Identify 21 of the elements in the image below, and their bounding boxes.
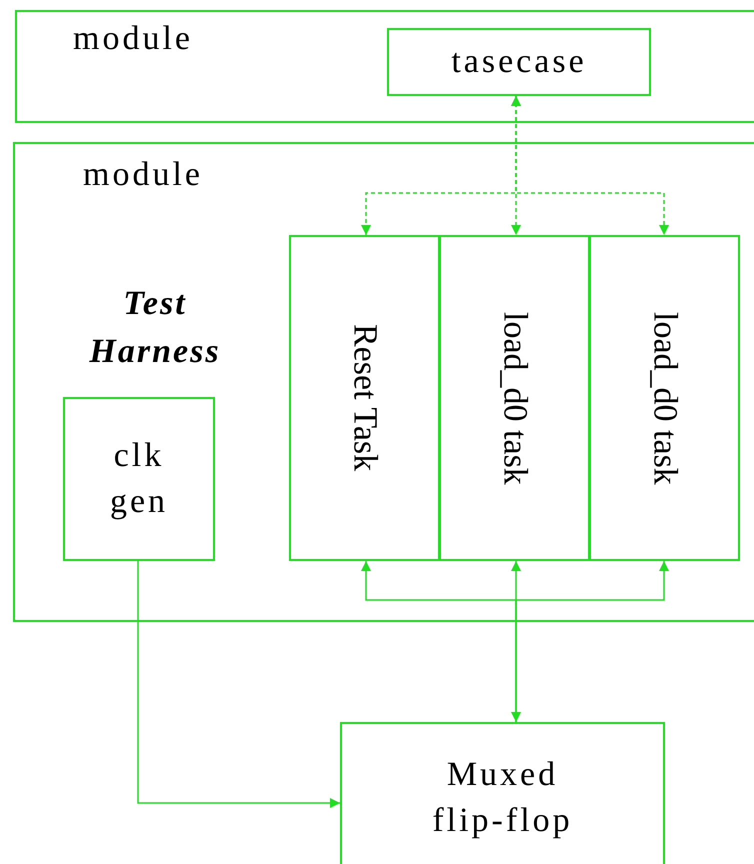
module-box [13,142,754,622]
task-label: Reset Task [346,324,384,472]
harness-title: Test Harness [88,284,222,372]
block-label: tasecase [451,42,587,82]
connector-arrow [511,96,669,235]
block-box [387,28,651,96]
block-box [63,397,215,561]
block-label: clk gen [108,436,170,522]
module-title: module [73,20,193,58]
module-box [15,10,754,123]
block-label: Muxed flip-flop [431,755,574,841]
block-box [589,235,740,561]
task-label: load_d0 task [646,312,684,484]
block-box [289,235,440,561]
module-title: module [83,156,203,194]
connector-arrow [137,561,340,808]
connector-arrow [515,561,669,722]
connector-arrow [511,561,521,722]
block-box [340,722,665,864]
block-box [439,235,590,561]
task-label: load_d0 task [496,312,534,484]
